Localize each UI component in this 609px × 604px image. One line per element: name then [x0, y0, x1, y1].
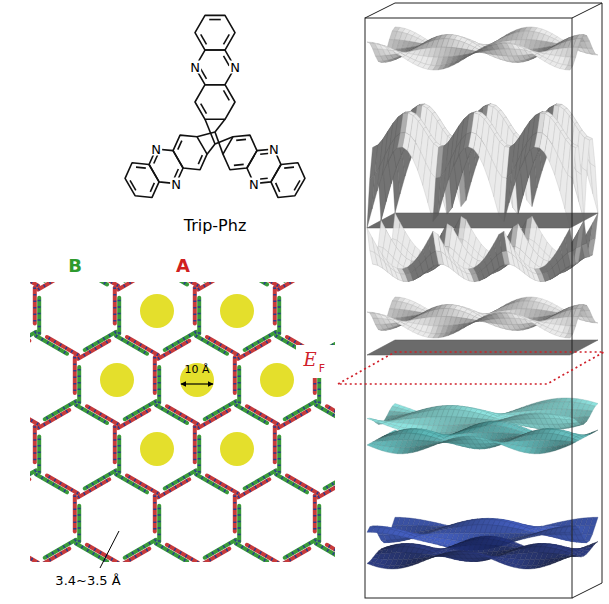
band-facet — [382, 45, 390, 47]
band-facet — [443, 244, 451, 261]
band-facet — [448, 148, 456, 180]
band-sheet — [367, 213, 598, 282]
band-facet — [448, 330, 456, 335]
band-facet — [509, 163, 517, 203]
band-facet — [443, 159, 451, 197]
band-facet — [582, 36, 590, 42]
band-facet — [519, 257, 527, 269]
band-facet — [469, 52, 477, 56]
dirac-plane — [367, 340, 598, 355]
band-facet — [576, 305, 584, 309]
band-facet — [377, 155, 385, 191]
band-facet — [438, 234, 446, 255]
band-facet — [590, 163, 598, 213]
band-facet — [585, 411, 593, 417]
band-facet — [382, 255, 390, 268]
band-facet — [576, 221, 584, 248]
band-facet — [474, 319, 482, 322]
band-sheet — [367, 104, 598, 228]
band-facet — [587, 48, 595, 54]
band-facet — [372, 166, 380, 209]
band-facet — [453, 259, 461, 270]
band-facet — [514, 152, 522, 186]
band-facet — [587, 405, 595, 411]
band-facet — [514, 44, 522, 46]
band-facet — [504, 417, 512, 419]
band-facet — [382, 145, 390, 175]
band-facet — [582, 138, 590, 171]
band-facet — [453, 328, 461, 333]
band-facet — [438, 169, 446, 215]
band-facet — [387, 261, 395, 271]
band-facet — [504, 231, 512, 254]
band-facet — [469, 321, 477, 325]
band-sheet — [367, 27, 598, 70]
band-facet — [576, 35, 584, 39]
band-facet — [514, 249, 522, 264]
band-facet — [448, 62, 456, 67]
band-facet — [573, 39, 581, 48]
band-facet — [587, 317, 595, 322]
band-facet — [582, 243, 590, 258]
band-facet — [461, 323, 469, 328]
band-facet — [453, 60, 461, 65]
band-facet — [585, 41, 593, 48]
band-sheet — [367, 297, 598, 338]
band-facet — [479, 47, 487, 50]
band-facet — [474, 49, 482, 52]
band-facet — [382, 315, 390, 317]
band-facet — [509, 241, 517, 259]
band-facet — [372, 238, 380, 257]
band-facet — [514, 314, 522, 316]
band-facet — [377, 247, 385, 263]
band-facet — [519, 46, 527, 49]
band-facet — [461, 54, 469, 60]
band-facet — [479, 317, 487, 320]
band-facet — [590, 213, 598, 240]
band-sheet — [367, 398, 598, 437]
band-facet — [519, 316, 527, 318]
band-structure — [367, 27, 598, 569]
band-facet — [573, 308, 581, 316]
band-facet — [585, 310, 593, 317]
band-facet — [448, 252, 456, 266]
